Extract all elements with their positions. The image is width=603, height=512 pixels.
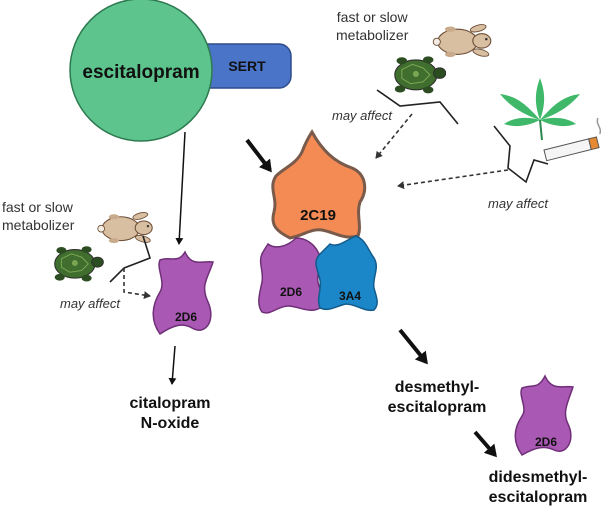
top-metabolizer-label: fast or slow metabolizer [336, 8, 408, 44]
turtle-icon [394, 55, 446, 94]
escitalopram-circle [69, 0, 213, 142]
left-may-affect-label: may affect [60, 296, 120, 311]
desmethyl-label: desmethyl- escitalopram [372, 378, 502, 418]
n-oxide-line2: N-oxide [140, 415, 200, 432]
dashed-arrow-top [375, 113, 413, 159]
sert-label: SERT [228, 58, 266, 74]
arrow-to-n-oxide [168, 345, 177, 385]
escitalopram-label: escitalopram [82, 62, 199, 83]
enzyme-2d6-center [258, 237, 325, 314]
dashed-arrow-left [123, 268, 151, 300]
cigarette-icon [543, 117, 602, 162]
left-metabolizer-line1: fast or slow [2, 199, 73, 215]
arrow-to-left-2d6 [175, 131, 186, 245]
desmethyl-line1: desmethyl- [394, 379, 480, 396]
enzyme-2d6-right [514, 374, 574, 456]
bracket-left [109, 235, 151, 283]
didesmethyl-line2: escitalopram [488, 489, 588, 506]
didesmethyl-label: didesmethyl- escitalopram [478, 468, 598, 508]
enzyme-3a4 [315, 235, 378, 312]
desmethyl-line2: escitalopram [387, 399, 487, 416]
bracket-smoking [493, 125, 549, 184]
enzyme-3a4-label: 3A4 [339, 289, 361, 303]
turtle-icon-left [54, 245, 104, 282]
enzyme-2d6-left-label: 2D6 [175, 310, 197, 324]
dashed-arrow-smoking [397, 169, 509, 190]
enzyme-2d6-left [152, 250, 214, 336]
cannabis-leaf-icon [500, 78, 580, 141]
n-oxide-line1: citalopram [129, 395, 211, 412]
top-metabolizer-line2: metabolizer [336, 27, 409, 43]
enzyme-2c19-label: 2C19 [300, 207, 336, 224]
bracket-top [376, 89, 459, 125]
arrow-to-desmethyl [398, 328, 428, 365]
enzyme-2d6-right-label: 2D6 [535, 435, 557, 449]
top-may-affect-label: may affect [332, 108, 392, 123]
n-oxide-label: citalopram N-oxide [110, 394, 230, 434]
left-metabolizer-label: fast or slow metabolizer [2, 198, 74, 234]
smoking-may-affect-label: may affect [488, 196, 548, 211]
enzyme-2c19 [271, 129, 367, 240]
arrow-to-didesmethyl [473, 430, 497, 458]
enzyme-2d6-center-label: 2D6 [280, 285, 302, 299]
rabbit-icon [432, 22, 492, 58]
top-metabolizer-line1: fast or slow [336, 9, 408, 25]
didesmethyl-line1: didesmethyl- [488, 469, 588, 486]
arrow-to-enzyme-complex [245, 138, 272, 173]
left-metabolizer-line2: metabolizer [2, 217, 75, 233]
